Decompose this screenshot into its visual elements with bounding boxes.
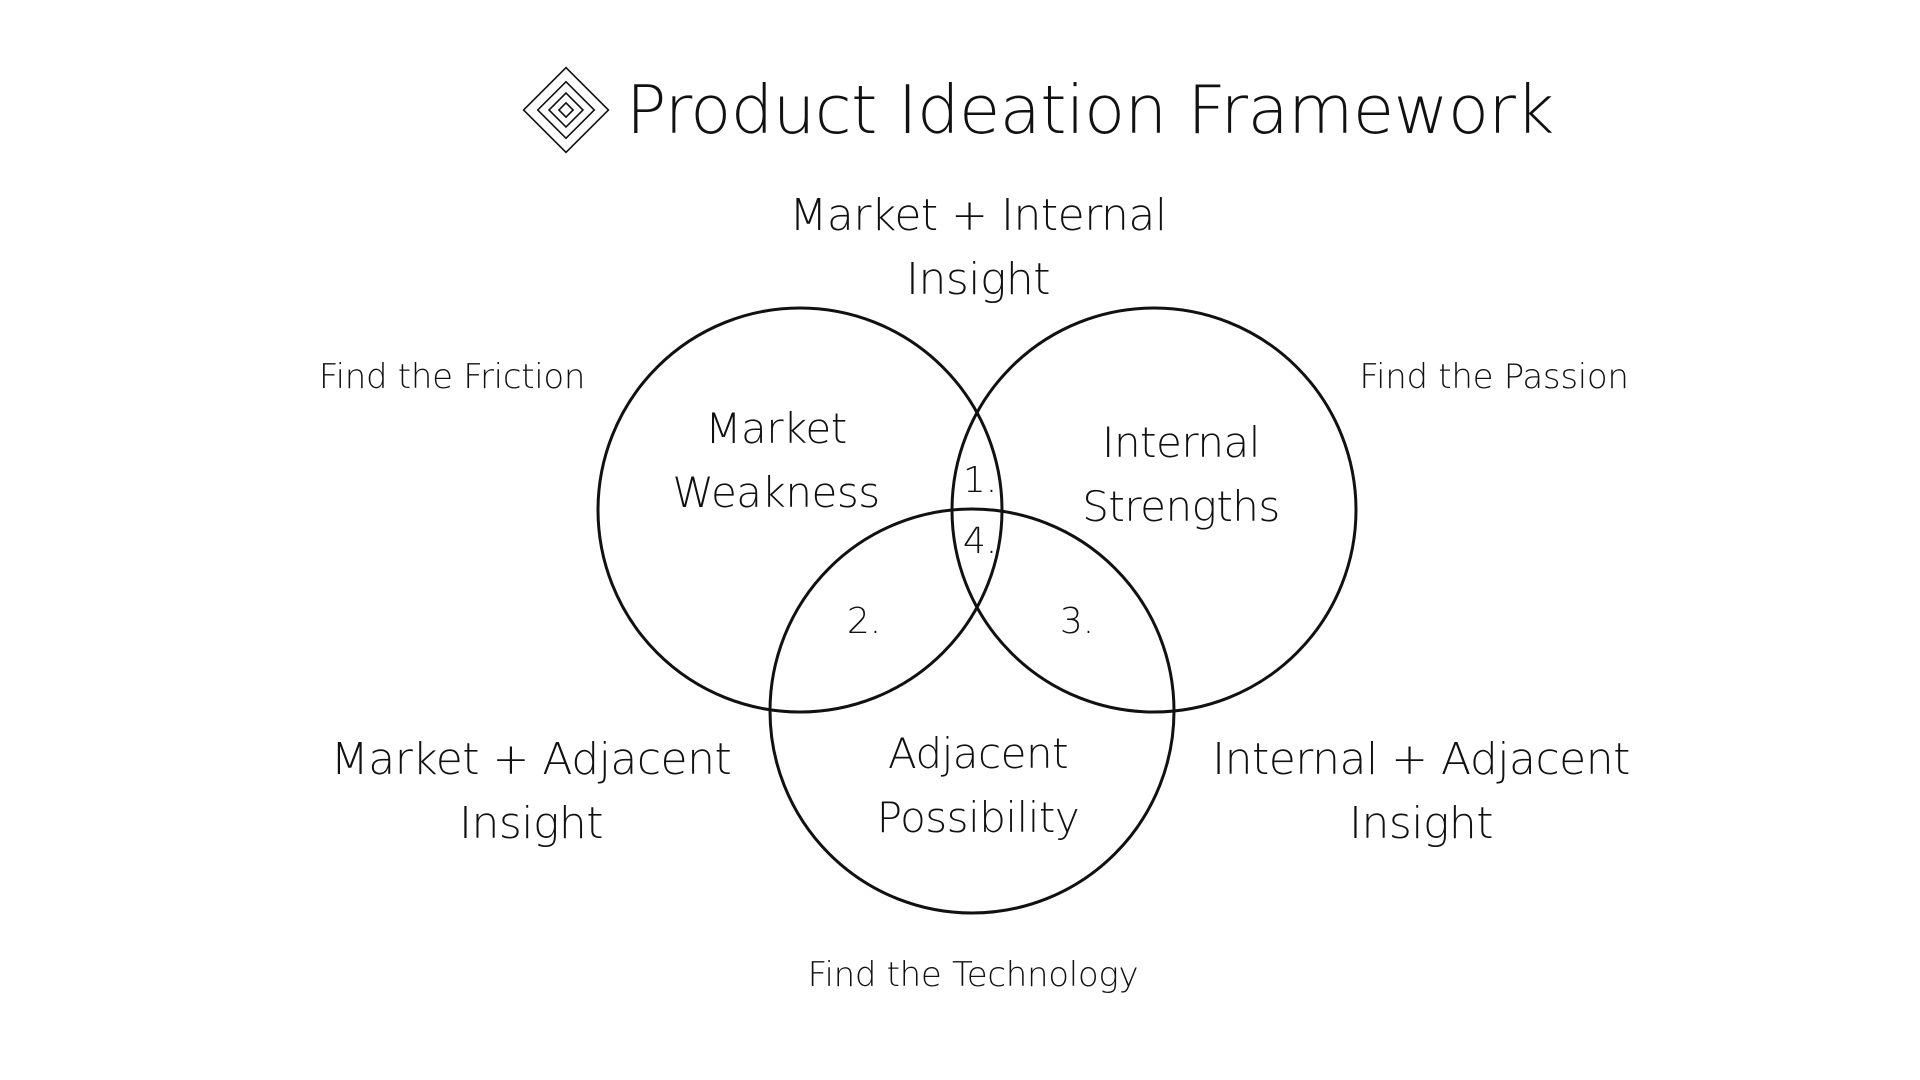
intersection-number-2: 2. [846, 601, 882, 642]
intersection-number-4: 4. [962, 521, 998, 562]
nested-diamond-icon [522, 66, 610, 154]
find-technology-label: Find the Technology [807, 955, 1139, 995]
adjacent-possibility-label: Adjacent Possibility [876, 729, 1080, 842]
page-title: Product Ideation Framework [626, 70, 1554, 149]
title-row: Product Ideation Framework [520, 60, 1554, 160]
intersection-number-3: 3. [1059, 601, 1095, 642]
market-adjacent-insight-label: Market + Adjacent Insight [330, 734, 732, 849]
market-internal-insight-label: Market + Internal Insight [789, 190, 1167, 305]
market-weakness-label: Market Weakness [672, 404, 880, 517]
internal-adjacent-insight-label: Internal + Adjacent Insight [1212, 734, 1630, 849]
internal-strengths-label: Internal Strengths [1082, 418, 1280, 531]
intersection-number-1: 1. [962, 460, 998, 501]
find-passion-label: Find the Passion [1359, 357, 1629, 397]
adjacent-possibility-circle [768, 507, 1176, 915]
find-friction-label: Find the Friction [318, 357, 586, 397]
